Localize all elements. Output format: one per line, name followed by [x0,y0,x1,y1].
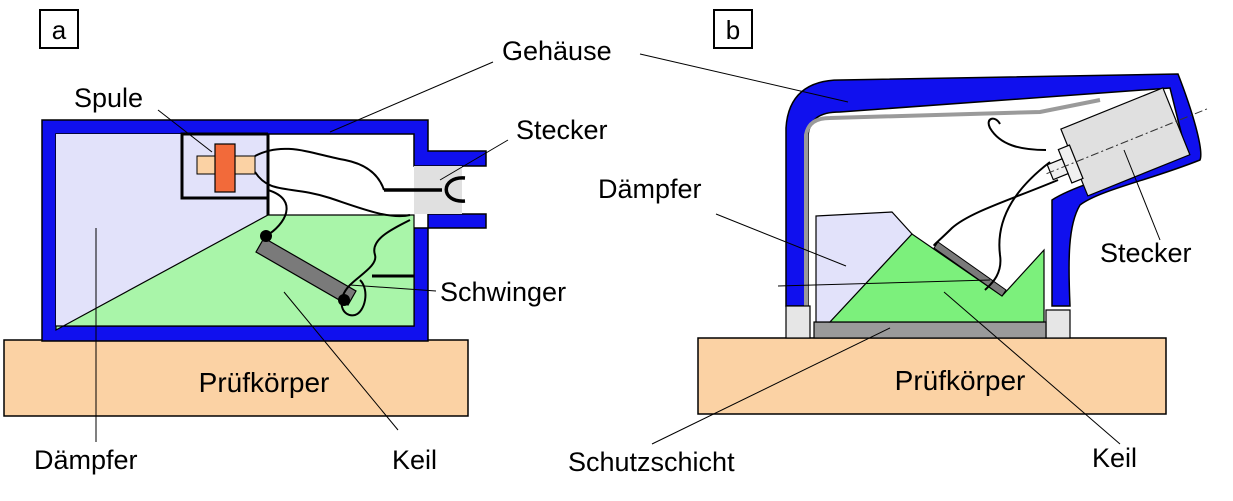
panel-b-schutzschicht-label: Schutzschicht [568,447,735,477]
panel-b-wires [933,117,1059,291]
panel-b-keil-label: Keil [1092,443,1137,473]
panel-b-label: b [726,15,740,45]
panel-a-label: a [52,15,67,45]
panel-a-keil-label: Keil [392,445,437,475]
panel-b-foot-left [785,305,811,339]
panel-b-pruefkoerper-label: Prüfkörper [895,365,1026,396]
panel-a-stecker-contact [444,176,466,203]
panel-b-daempfer-label: Dämpfer [598,174,702,204]
panel-a-schwinger [255,237,357,306]
panel-a-spule-coil [214,143,236,193]
panel-b-pruefkoerper [697,337,1167,415]
panel-a-pruefkoerper [3,339,469,417]
panel-b-label-box [713,9,753,49]
panel-a-spule-label: Spule [74,83,143,113]
panel-b-schutzschicht [813,321,1047,339]
panel-a-stecker-label: Stecker [516,115,608,145]
panel-a-pruefkoerper-label: Prüfkörper [199,367,330,398]
gehaeuse-label: Gehäuse [502,36,612,66]
panel-a-leaders [95,61,509,442]
panel-b-schwinger [933,241,1007,297]
panel-a-daempfer-label: Dämpfer [34,445,138,475]
panel-b-liner [804,98,1101,306]
panel-a-label-box [39,9,79,49]
panel-a-keil [55,214,415,332]
panel-b: b Prüfkörper [568,9,1209,477]
panel-b-leaders [639,53,1161,445]
panel-a-schwinger-contact-bottom [338,294,350,306]
panel-a: a Prüfkörper [3,9,612,475]
panel-b-stecker [1046,87,1209,197]
panel-b-stecker-label: Stecker [1100,238,1192,268]
panel-a-schwinger-label: Schwinger [440,277,566,307]
panel-b-keil [828,233,1045,323]
panel-a-spule-frame [180,132,268,200]
panel-b-foot-right [1045,309,1071,339]
